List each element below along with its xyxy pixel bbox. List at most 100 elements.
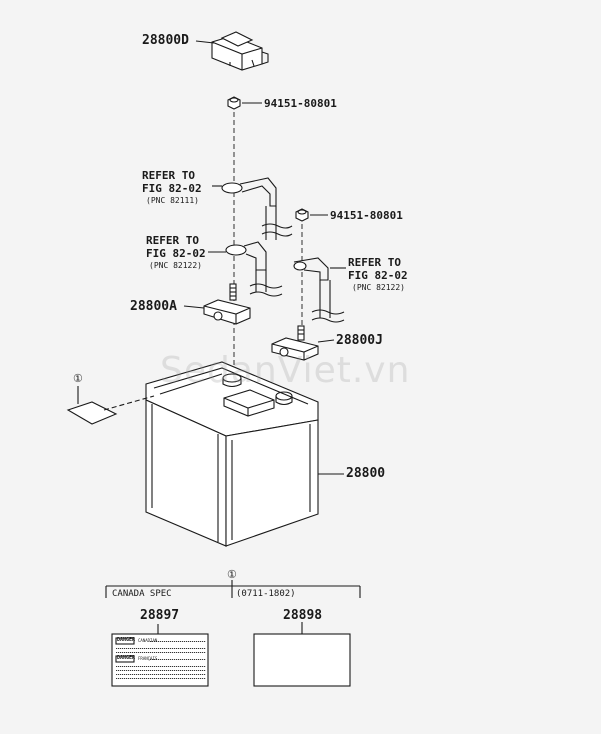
fine-print-mark [184,674,186,675]
fine-print-mark [148,678,150,679]
fine-print-mark [138,666,140,667]
fine-print-mark [172,641,174,642]
fine-print-mark [178,678,180,679]
fine-print-mark [118,666,120,667]
fine-print-mark [162,641,164,642]
fine-print-mark [198,666,200,667]
fine-print-mark [184,648,186,649]
fine-print-mark [130,670,132,671]
fine-print-mark [162,670,164,671]
fine-print-mark [116,670,118,671]
fine-print-mark [156,648,158,649]
fine-print-mark [192,670,194,671]
fine-print-mark [170,652,172,653]
fine-print-mark [198,659,200,660]
fine-print-mark [188,666,190,667]
fine-print-mark [130,648,132,649]
fine-print-mark [160,678,162,679]
fine-print-mark [146,666,148,667]
fine-print-mark [144,674,146,675]
fine-print-mark [126,678,128,679]
fine-print-mark [190,678,192,679]
fine-print-mark [194,666,196,667]
spec-box [105,580,361,598]
fine-print-mark [202,666,204,667]
fine-print-mark [166,678,168,679]
fine-print-mark [186,648,188,649]
fine-print-mark [196,652,198,653]
fine-print-mark [194,641,196,642]
fine-print-mark [188,674,190,675]
fine-print-mark [144,666,146,667]
fine-print-mark [190,652,192,653]
fine-print-mark [186,659,188,660]
fine-print-mark [186,666,188,667]
callout-symbol-box: ① [227,568,237,581]
label-terminal-a: 28800A [130,299,177,314]
fine-print-mark [188,648,190,649]
fine-print-mark [176,670,178,671]
fine-print-mark [148,648,150,649]
fine-print-mark [138,674,140,675]
fine-print-mark [196,659,198,660]
cable-right [293,257,346,323]
fine-print-mark [138,670,140,671]
fine-print-mark [194,652,196,653]
fine-print-mark [146,674,148,675]
fine-print-mark [158,652,160,653]
caution-danger: DANGER [117,637,136,643]
fine-print-mark [122,648,124,649]
fine-print-mark [150,652,152,653]
fine-print-mark [170,648,172,649]
fine-print-mark [156,666,158,667]
fine-print-mark [202,641,204,642]
fine-print-mark [174,648,176,649]
fine-print-mark [204,641,206,642]
fine-print-mark [138,648,140,649]
label-cover: 28800D [142,33,189,48]
fine-print-mark [202,659,204,660]
fine-print-mark [124,648,126,649]
fine-print-mark [202,648,204,649]
fine-print-mark [146,670,148,671]
sticker-part [66,386,155,425]
fine-print-mark [144,678,146,679]
label-28898-part [253,622,351,687]
fine-print-mark [184,678,186,679]
fine-print-mark [128,674,130,675]
fine-print-mark [116,674,118,675]
fine-print-mark [182,641,184,642]
fine-print-mark [154,670,156,671]
fine-print-mark [122,674,124,675]
fine-print-mark [140,666,142,667]
fine-print-mark [192,678,194,679]
fine-print-mark [118,648,120,649]
fine-print-mark [134,648,136,649]
fine-print-mark [140,674,142,675]
fine-print-mark [136,670,138,671]
battery-cover-part [195,31,269,71]
fine-print-mark [128,666,130,667]
label-battery: 28800 [346,466,386,481]
fine-print-mark [174,641,176,642]
fine-print-mark [120,666,122,667]
fine-print-mark [118,678,120,679]
fine-print-mark [160,648,162,649]
fine-print-mark [168,670,170,671]
fine-print-mark [190,674,192,675]
fine-print-mark [132,674,134,675]
fine-print-mark [122,652,124,653]
fine-print-mark [176,678,178,679]
fine-print-mark [166,641,168,642]
fine-print-mark [168,648,170,649]
fine-print-mark [154,666,156,667]
ref2-line2: FIG 82-02 [146,247,206,260]
ref1-pnc: (PNC 82111) [146,196,199,205]
fine-print-mark [122,678,124,679]
fine-print-mark [182,652,184,653]
fine-print-mark [164,678,166,679]
fine-print-mark [118,652,120,653]
fine-print-mark [128,652,130,653]
fine-print-mark [198,648,200,649]
fine-print-mark [150,648,152,649]
